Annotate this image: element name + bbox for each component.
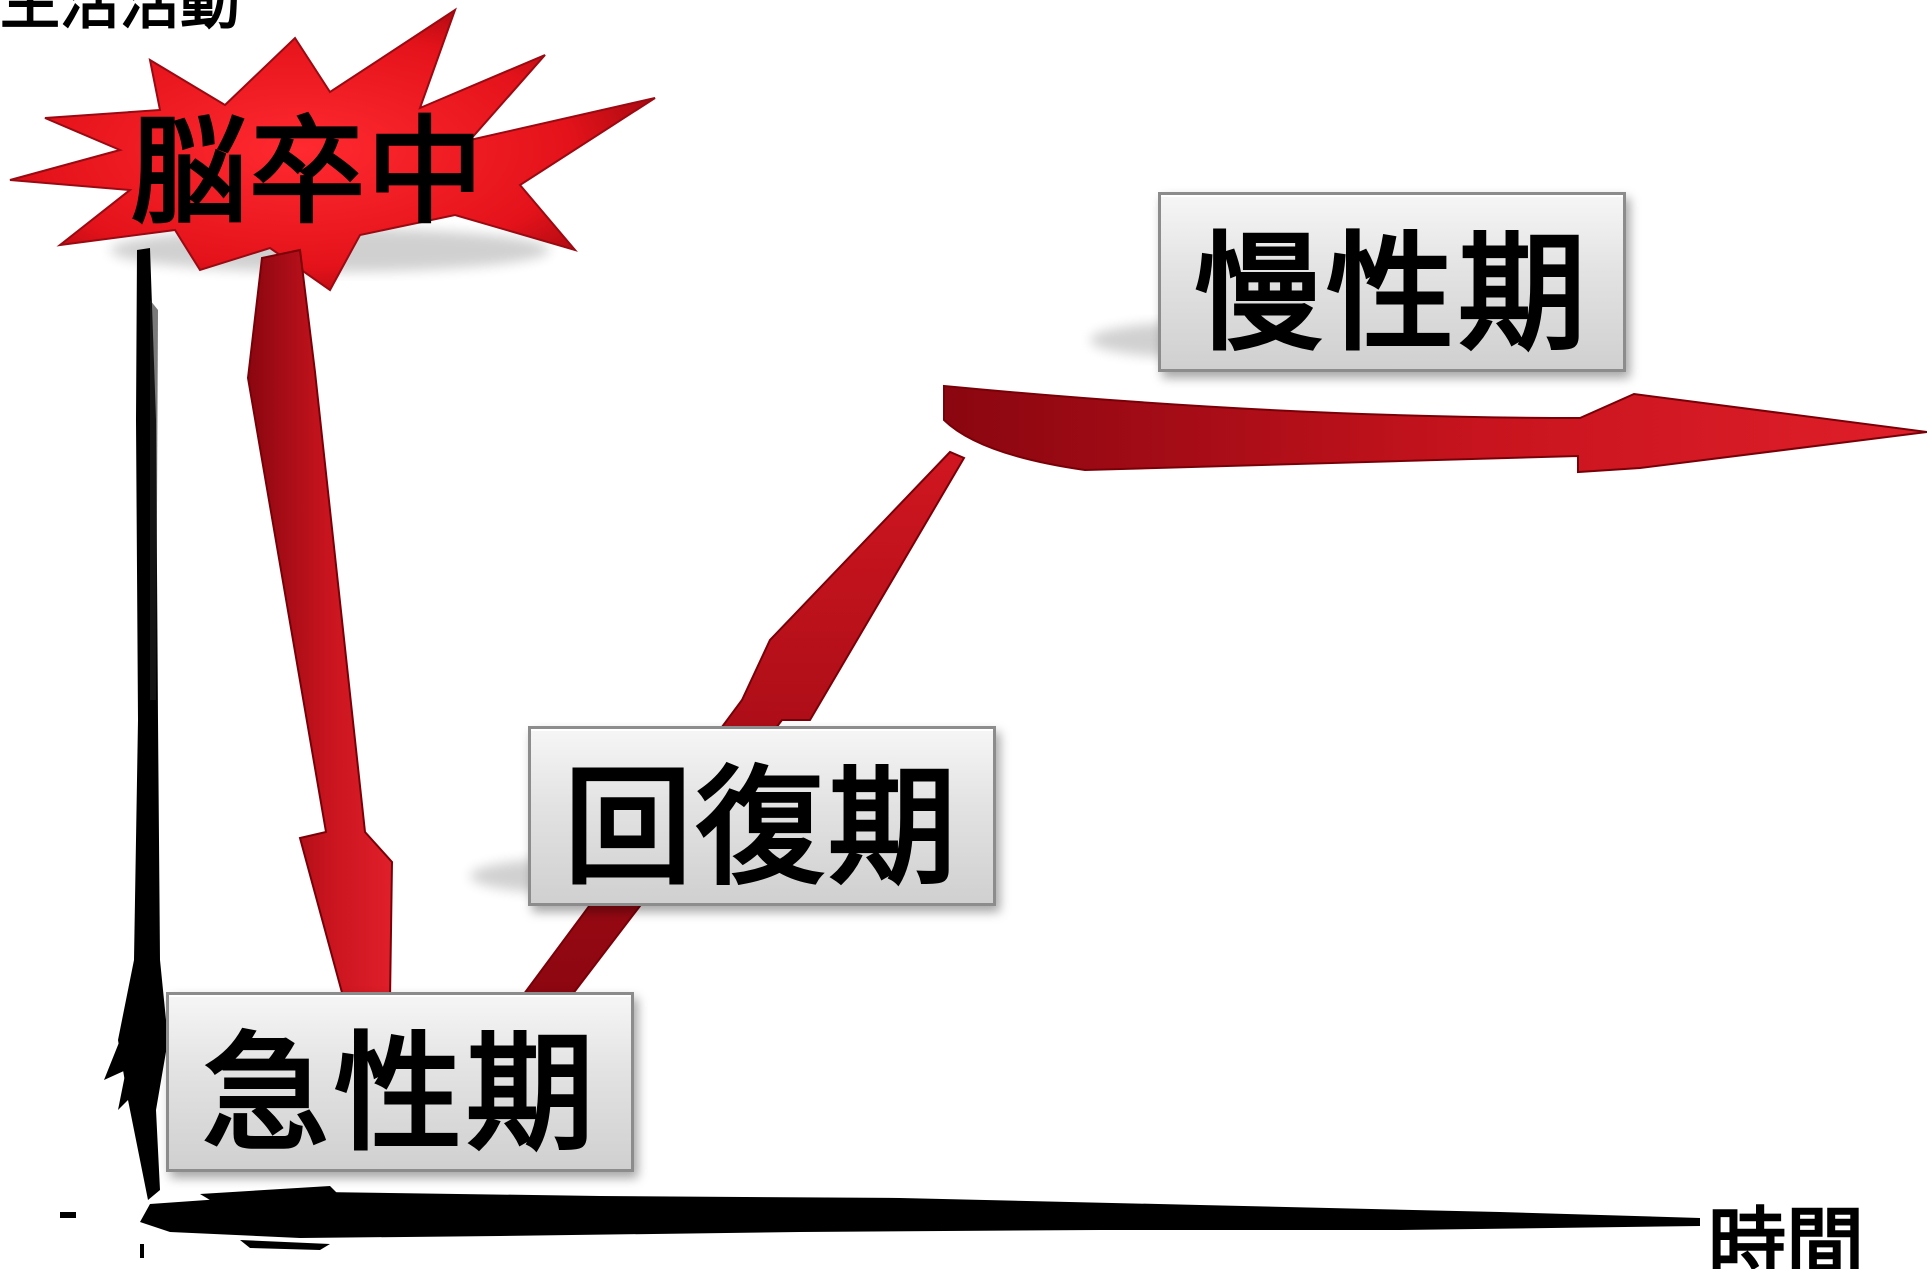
stroke-burst-label: 脳卒中 bbox=[131, 105, 485, 240]
phase-label-chronic: 慢性期 bbox=[1193, 219, 1590, 369]
stroke-burst-icon bbox=[9, 7, 656, 292]
phase-label-recovery: 回復期 bbox=[563, 753, 960, 903]
arrow-down-to-acute bbox=[246, 248, 394, 1012]
x-axis-label: 時間 bbox=[1708, 1200, 1865, 1269]
phase-label-acute: 急性期 bbox=[201, 1019, 598, 1169]
arrow-right-chronic bbox=[943, 384, 1927, 474]
phase-box-chronic: 慢性期 bbox=[1158, 192, 1626, 372]
x-axis-line bbox=[140, 1192, 1700, 1238]
y-axis-label: 生活活動 bbox=[0, 0, 240, 38]
phase-box-recovery: 回復期 bbox=[528, 726, 996, 906]
phase-box-acute: 急性期 bbox=[166, 992, 634, 1172]
